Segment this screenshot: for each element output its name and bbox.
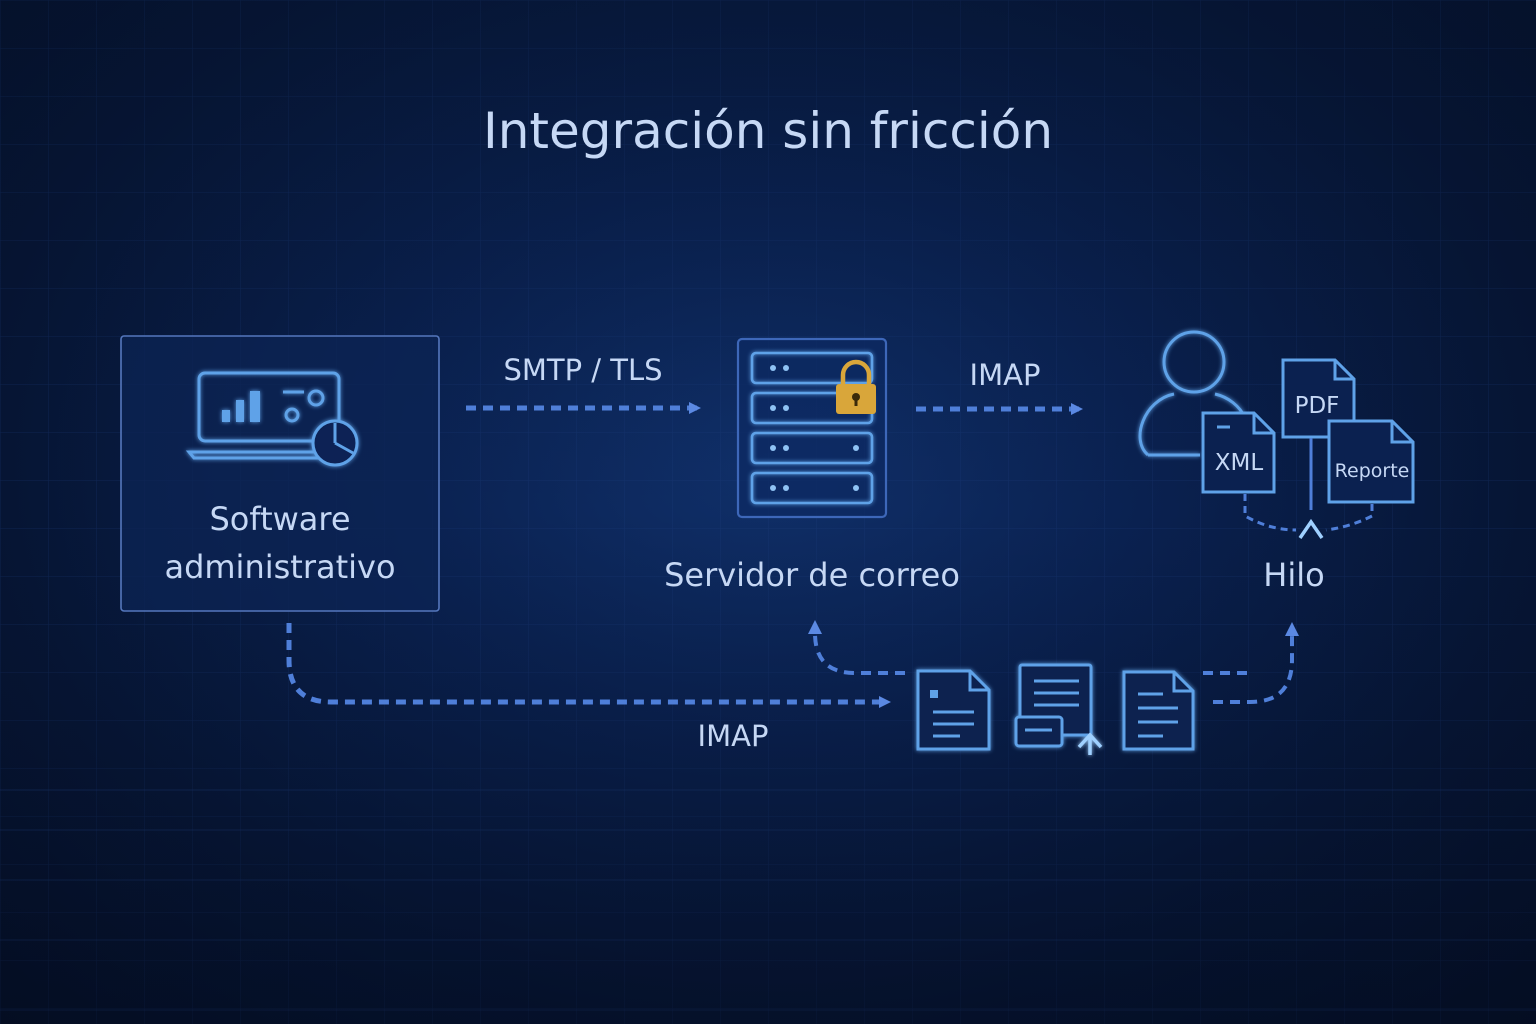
edge-imap-bottom-label: IMAP <box>698 719 769 753</box>
bottom-document-1 <box>916 669 991 751</box>
document-xml-label: XML <box>1215 450 1264 476</box>
thread-node: XML PDF Reporte Hilo <box>1138 330 1415 594</box>
laptop-dashboard-icon <box>185 371 359 467</box>
server-node: Servidor de correo <box>664 337 960 594</box>
return-to-server-arrow <box>808 620 905 675</box>
software-node: Software administrativo <box>120 335 440 612</box>
return-to-thread-arrow <box>1213 622 1299 704</box>
server-label: Servidor de correo <box>664 556 960 594</box>
lock-icon <box>836 359 876 414</box>
bottom-document-2 <box>1014 663 1103 755</box>
edge-smtp-label: SMTP / TLS <box>503 353 662 387</box>
edge-imap-bottom: IMAP <box>286 623 891 753</box>
bottom-document-3 <box>1122 670 1195 751</box>
edge-imap-top: IMAP <box>916 358 1083 415</box>
server-rack-lock-icon <box>736 337 888 519</box>
edge-imap-top-label: IMAP <box>970 358 1041 392</box>
document-pdf-label: PDF <box>1295 393 1340 419</box>
document-xml: XML <box>1201 411 1276 494</box>
software-label-line1: Software <box>209 500 350 538</box>
edge-smtp: SMTP / TLS <box>466 353 701 414</box>
document-pdf: PDF <box>1281 358 1356 439</box>
software-label-line2: administrativo <box>164 548 395 586</box>
page-title: Integración sin fricción <box>483 102 1053 160</box>
document-reporte: Reporte <box>1327 419 1415 504</box>
document-reporte-label: Reporte <box>1335 460 1410 482</box>
edge-imap-bottom-line <box>286 623 891 708</box>
thread-label: Hilo <box>1263 556 1324 594</box>
thread-merge-connector <box>1243 438 1374 539</box>
